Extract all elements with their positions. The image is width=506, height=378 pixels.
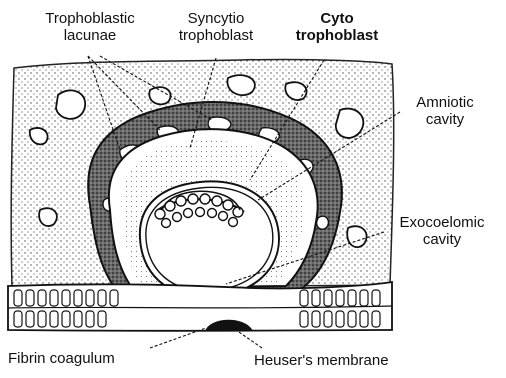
- label-amniotic-cavity: Amniotic cavity: [400, 94, 490, 128]
- label-line: Exocoelomic: [382, 214, 502, 231]
- uterine-epithelium: [8, 282, 392, 331]
- label-line: cavity: [382, 231, 502, 248]
- label-fibrin-coagulum: Fibrin coagulum: [8, 350, 115, 367]
- label-syncytiotrophoblast: Syncytio trophoblast: [164, 10, 268, 44]
- label-exocoelomic-cavity: Exocoelomic cavity: [382, 214, 502, 248]
- label-heusers-membrane: Heuser's membrane: [254, 352, 389, 369]
- label-line: cavity: [400, 111, 490, 128]
- label-line: Trophoblastic: [20, 10, 160, 27]
- label-trophoblastic-lacunae: Trophoblastic lacunae: [20, 10, 160, 44]
- label-line: Syncytio: [164, 10, 268, 27]
- label-line: lacunae: [20, 27, 160, 44]
- label-line: trophoblast: [282, 27, 392, 44]
- label-line: Amniotic: [400, 94, 490, 111]
- label-line: Cyto: [282, 10, 392, 27]
- label-cytotrophoblast: Cyto trophoblast: [282, 10, 392, 44]
- label-line: trophoblast: [164, 27, 268, 44]
